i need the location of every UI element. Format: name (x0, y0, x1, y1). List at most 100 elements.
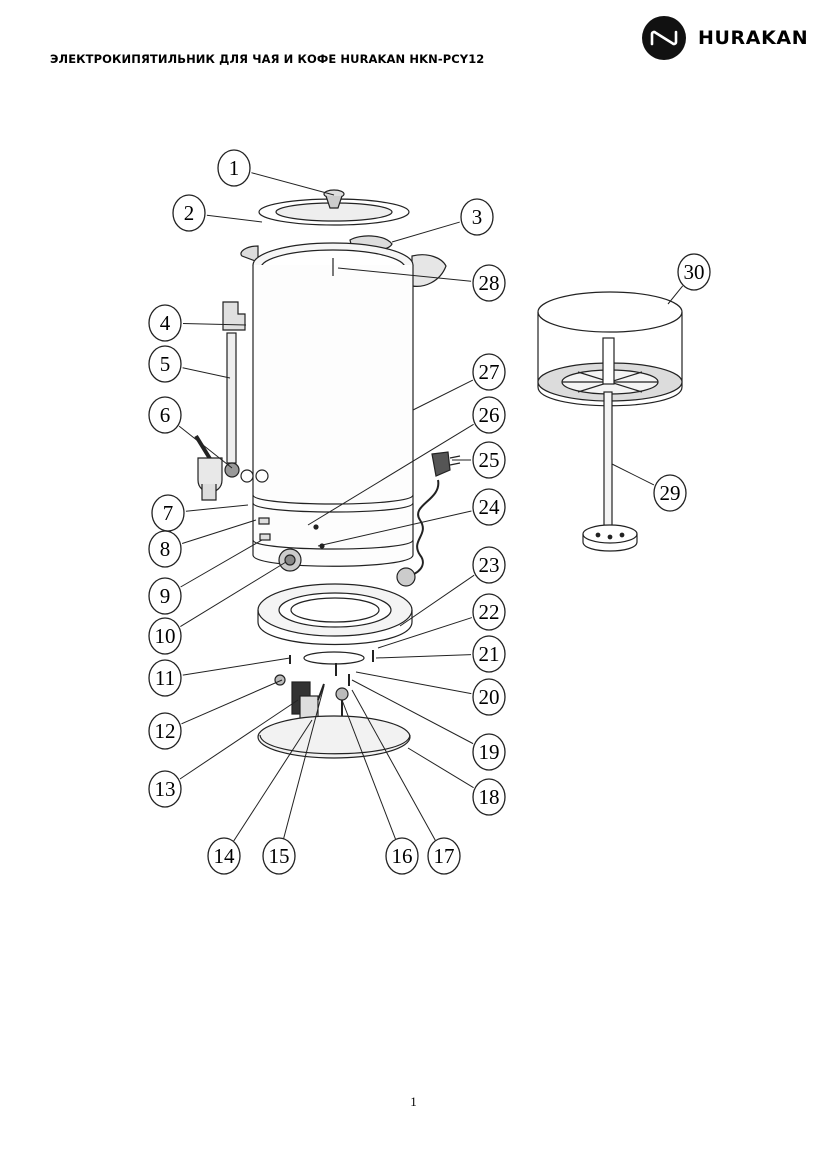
callout-13: 13 (148, 699, 299, 808)
callout-11: 11 (148, 657, 291, 697)
callout-number: 20 (479, 685, 500, 709)
callout-number: 1 (229, 156, 240, 180)
callout-bubble (172, 194, 206, 232)
callout-bubble (427, 837, 461, 875)
page-title: ЭЛЕКТРОКИПЯТИЛЬНИК ДЛЯ ЧАЯ И КОФЕ HURAKA… (50, 52, 485, 66)
callout-bubble (207, 837, 241, 875)
callout-bubble (460, 198, 494, 236)
callout-9: 9 (148, 539, 263, 615)
callout-leader-line (337, 267, 472, 282)
callout-number: 23 (479, 553, 500, 577)
callout-6: 6 (148, 396, 233, 469)
callout-number: 15 (269, 844, 290, 868)
callout-28: 28 (337, 264, 506, 302)
callout-leader-line (375, 654, 472, 659)
callout-bubble (148, 577, 182, 615)
callout-leader-line (351, 679, 474, 745)
callout-bubble (148, 617, 182, 655)
callout-number: 26 (479, 403, 500, 427)
callout-3: 3 (391, 198, 494, 243)
hurakan-logo-icon (642, 16, 686, 60)
callout-1: 1 (217, 149, 335, 196)
callout-15: 15 (262, 685, 325, 875)
callout-number: 11 (155, 666, 175, 690)
callout-4: 4 (148, 304, 247, 342)
callout-leader-line (667, 285, 684, 305)
callout-16: 16 (341, 699, 419, 875)
callout-20: 20 (355, 671, 506, 716)
callout-leader-line (307, 423, 474, 526)
callout-bubble (472, 733, 506, 771)
callout-bubble (148, 345, 182, 383)
callout-leader-line (181, 519, 257, 545)
callout-bubble (472, 441, 506, 479)
callout-leader-line (399, 574, 475, 627)
callout-leader-line (180, 561, 287, 628)
callout-22: 22 (377, 593, 506, 649)
callout-bubble (148, 396, 182, 434)
callout-bubble (217, 149, 251, 187)
callout-bubble (472, 778, 506, 816)
callout-leader-line (611, 463, 655, 486)
callout-number: 3 (472, 205, 483, 229)
callout-bubble (472, 353, 506, 391)
callout-leader-line (351, 689, 436, 841)
callout-number: 2 (184, 201, 195, 225)
callout-leader-line (355, 671, 472, 695)
callout-leader-line (341, 699, 397, 840)
callout-bubble (472, 678, 506, 716)
callout-bubble (472, 488, 506, 526)
callout-25: 25 (452, 441, 506, 479)
callout-number: 10 (155, 624, 176, 648)
callout-leader-line (185, 504, 249, 512)
callout-leader-line (181, 679, 283, 725)
callout-2: 2 (172, 194, 263, 232)
callout-number: 8 (160, 537, 171, 561)
brand-logo: HURAKAN (642, 16, 808, 60)
callout-number: 29 (660, 481, 681, 505)
callout-bubble (262, 837, 296, 875)
callout-bubble (472, 593, 506, 631)
callout-number: 21 (479, 642, 500, 666)
callout-bubble (148, 770, 182, 808)
callout-number: 13 (155, 777, 176, 801)
callout-leader-line (233, 719, 313, 842)
callout-number: 16 (392, 844, 413, 868)
callout-leader-line (182, 322, 247, 326)
callout-leader-line (180, 539, 263, 588)
callout-number: 14 (214, 844, 236, 868)
brand-name: HURAKAN (698, 27, 809, 49)
callout-26: 26 (307, 396, 506, 526)
callout-bubble (385, 837, 419, 875)
callout-number: 12 (155, 719, 176, 743)
callout-number: 4 (160, 311, 171, 335)
callout-bubble (148, 304, 182, 342)
callout-29: 29 (611, 463, 687, 512)
callout-19: 19 (351, 679, 506, 771)
callout-24: 24 (317, 488, 506, 547)
callout-bubble (472, 396, 506, 434)
callout-bubble (472, 635, 506, 673)
callout-bubble (148, 530, 182, 568)
callout-bubble (472, 264, 506, 302)
callout-number: 6 (160, 403, 171, 427)
callout-17: 17 (351, 689, 461, 875)
callout-number: 24 (479, 495, 501, 519)
page-number: 1 (410, 1094, 417, 1109)
callout-10: 10 (148, 561, 287, 655)
callout-27: 27 (412, 353, 506, 411)
callout-bubble (653, 474, 687, 512)
callout-number: 18 (479, 785, 500, 809)
callout-number: 9 (160, 584, 171, 608)
callout-30: 30 (667, 253, 711, 305)
callout-bubble (148, 712, 182, 750)
callout-number: 25 (479, 448, 500, 472)
callout-number: 5 (160, 352, 171, 376)
callout-23: 23 (399, 546, 506, 627)
callout-number: 22 (479, 600, 500, 624)
callout-number: 27 (479, 360, 500, 384)
callout-14: 14 (207, 719, 313, 875)
callout-number: 28 (479, 271, 500, 295)
callout-5: 5 (148, 345, 231, 383)
